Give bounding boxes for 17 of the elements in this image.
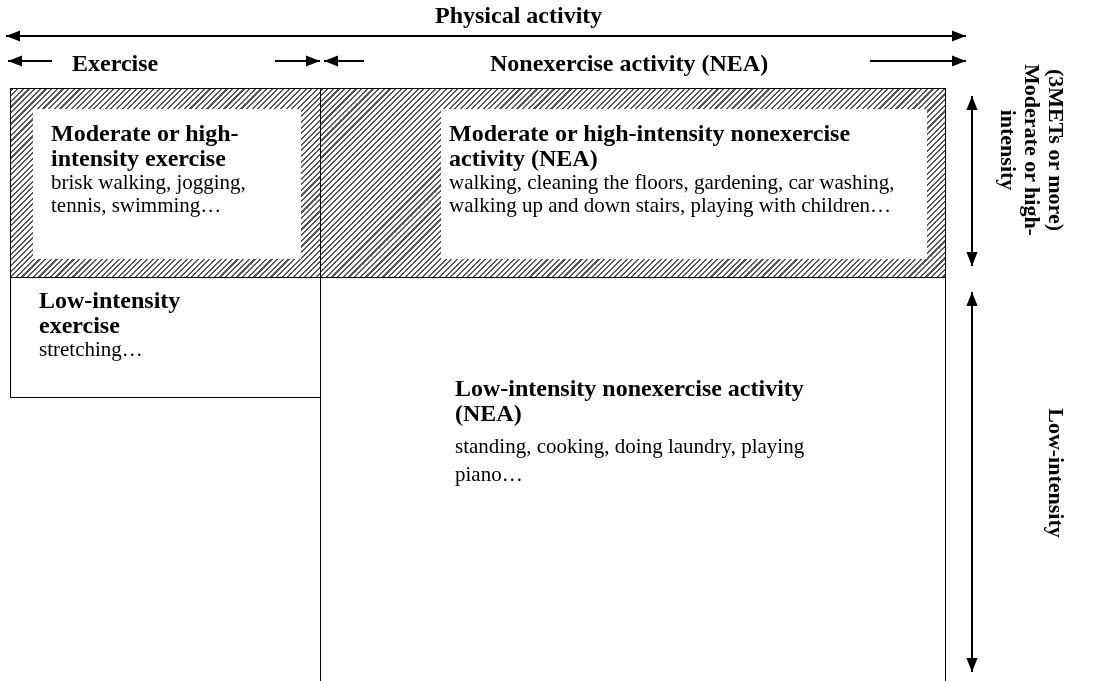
- activity-heading: Low-intensity exercise: [39, 288, 182, 338]
- hatched-cell: [10, 88, 321, 278]
- axis-title: Physical activity: [435, 2, 604, 28]
- column-header: Exercise: [72, 50, 160, 76]
- hatched-cell: [320, 88, 946, 278]
- activity-examples: brisk walking, jogging, tennis, swimming…: [51, 171, 247, 217]
- activity-heading: Moderate or high-intensity nonexercise activity (NEA): [449, 121, 852, 171]
- activity-heading: Moderate or high-intensity exercise: [51, 121, 240, 171]
- activity-examples: standing, cooking, doing laundry, playing piano…: [455, 433, 805, 488]
- activity-examples: walking, cleaning the floors, gardening, car washing, walking up and down stairs, playing with children…: [449, 171, 896, 217]
- table-cell: [320, 277, 946, 681]
- activity-heading: Low-intensity nonexercise activity (NEA): [455, 376, 805, 426]
- activity-examples: stretching…: [39, 338, 144, 361]
- table-cell: [10, 277, 321, 398]
- row-header: (3METs or more) Moderate or high-intensity: [995, 63, 1068, 238]
- row-header: Low-intensity: [1043, 407, 1068, 540]
- column-header: Nonexercise activity (NEA): [490, 50, 770, 76]
